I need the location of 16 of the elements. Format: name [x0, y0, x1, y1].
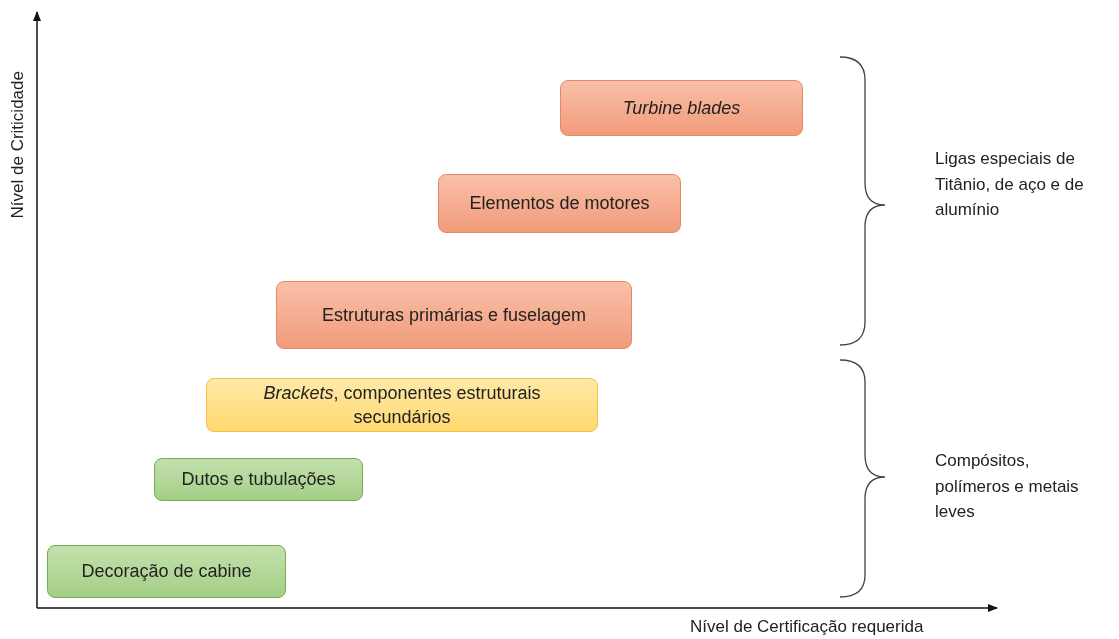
category-label: Estruturas primárias e fuselagem [321, 303, 587, 327]
axis-title: Nível de Certificação requerida [690, 616, 925, 638]
group-label: Ligas especiais de Titânio, de aço e de alumínio [935, 148, 1085, 221]
category-label: Elementos de motores [469, 192, 650, 216]
group-label: Compósitos, polímeros e metais leves [935, 450, 1080, 523]
category-box [154, 458, 363, 501]
category-label: Turbine blades [622, 96, 741, 120]
category-label: Dutos e tubulações [181, 468, 336, 492]
category-box [276, 281, 632, 349]
category-box [206, 378, 598, 432]
category-label: Brackets, componentes estruturais secundários [262, 381, 542, 429]
category-box [47, 545, 286, 598]
category-box [438, 174, 681, 233]
category-label: Decoração de cabine [81, 560, 252, 584]
category-box [560, 80, 803, 136]
axis-title: Nível de Criticidade [7, 70, 29, 221]
